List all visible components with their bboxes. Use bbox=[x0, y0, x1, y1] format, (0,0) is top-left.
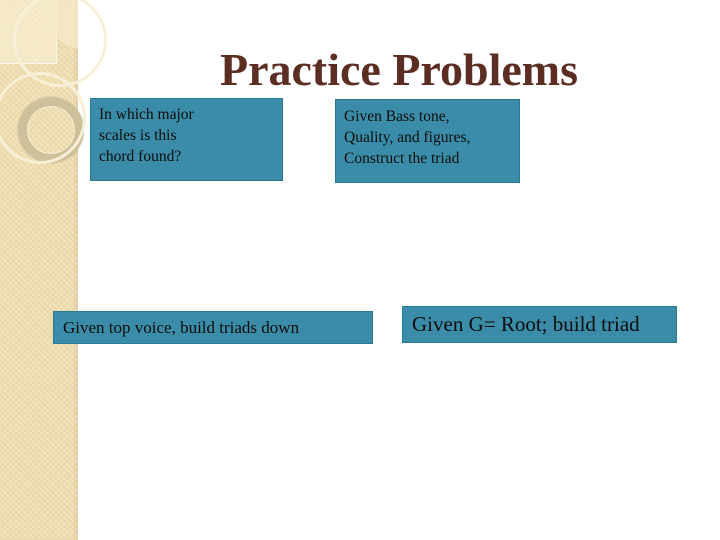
text-line: Given G= Root; build triad bbox=[412, 312, 640, 336]
slide-title: Practice Problems bbox=[219, 43, 579, 95]
text-box-bass-tone: Given Bass tone, Quality, and figures, C… bbox=[335, 99, 520, 183]
text-line: In which major bbox=[99, 106, 194, 123]
text-box-chord-scales: In which major scales is this chord foun… bbox=[90, 98, 283, 181]
text-line: scales is this bbox=[99, 127, 177, 144]
decoration-circle-outline-middle bbox=[0, 72, 86, 164]
text-line: Given Bass tone, bbox=[344, 108, 450, 125]
text-box-g-root: Given G= Root; build triad bbox=[402, 306, 677, 343]
text-line: Construct the triad bbox=[344, 150, 460, 167]
sidebar-decoration bbox=[0, 0, 107, 540]
text-line: Quality, and figures, bbox=[344, 129, 471, 146]
text-line: chord found? bbox=[99, 148, 182, 165]
text-box-top-voice: Given top voice, build triads down bbox=[53, 311, 373, 344]
text-line: Given top voice, build triads down bbox=[63, 317, 300, 337]
